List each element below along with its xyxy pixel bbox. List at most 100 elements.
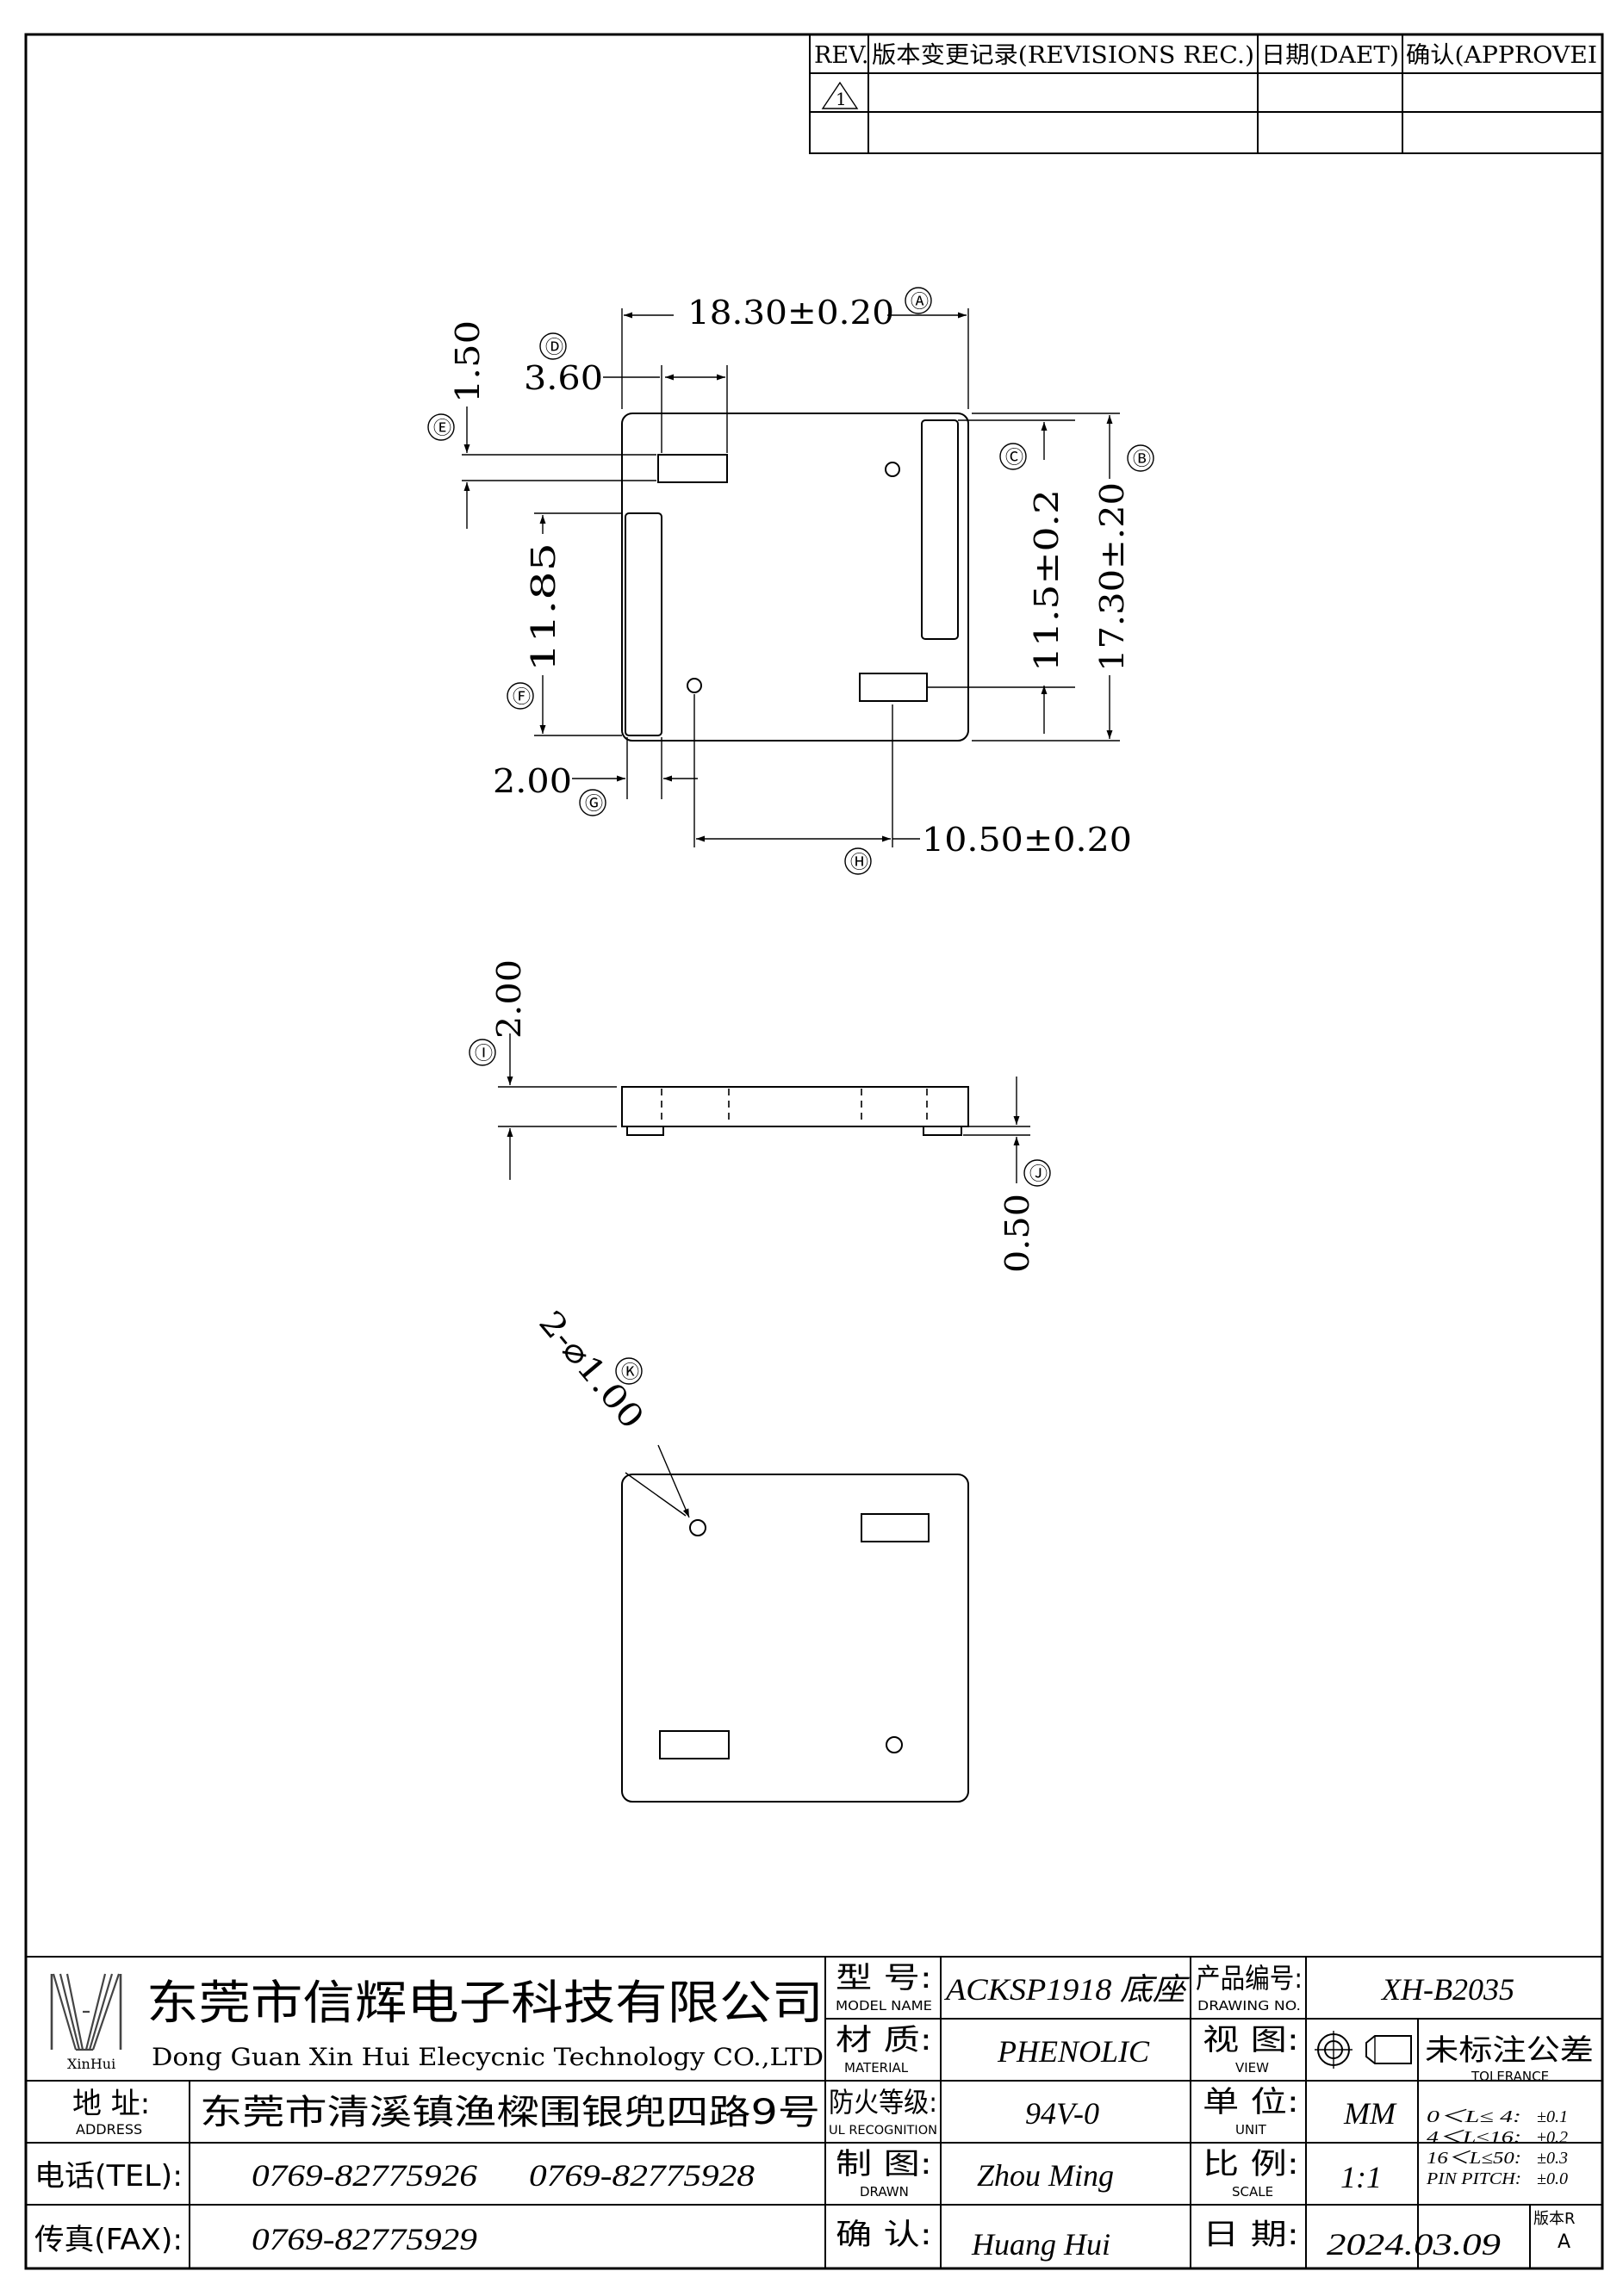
tel-2: 0769-82775928 bbox=[529, 2158, 755, 2193]
scale-value: 1:1 bbox=[1340, 2160, 1382, 2194]
dim-e-callout: Ⓔ bbox=[433, 418, 451, 438]
tolerance-value-2: ±0.2 bbox=[1537, 2128, 1568, 2147]
scale-label: 比 例: bbox=[1203, 2147, 1299, 2181]
tolerance-value-4: ±0.0 bbox=[1537, 2169, 1568, 2188]
view-label: 视 图: bbox=[1203, 2023, 1299, 2057]
tolerance-range-1: 0＜L≤ 4: bbox=[1427, 2107, 1521, 2126]
dim-h-callout: Ⓗ bbox=[850, 852, 868, 872]
fax-value: 0769-82775929 bbox=[252, 2222, 477, 2256]
material-label: 材 质: bbox=[836, 2023, 932, 2057]
side-body bbox=[621, 1086, 969, 1127]
dim-f-callout: Ⓕ bbox=[513, 686, 531, 707]
company-name-en: Dong Guan Xin Hui Elecycnic Technology C… bbox=[152, 2043, 824, 2071]
dim-a-value: 18.30±0.20 bbox=[687, 294, 894, 332]
fax-label: 传真(FAX): bbox=[34, 2223, 183, 2257]
drawn-value: Zhou Ming bbox=[977, 2158, 1114, 2193]
base-outline bbox=[621, 413, 969, 742]
dim-d-value: 3.60 bbox=[524, 359, 603, 397]
drawn-label: 制 图: bbox=[836, 2147, 932, 2181]
ul-value: 94V-0 bbox=[1025, 2096, 1099, 2131]
bottom-slot-upper bbox=[861, 1513, 930, 1542]
dim-b-value: 17.30±.20 bbox=[1093, 482, 1131, 672]
revisions-header: 版本变更记录(REVISIONS REC.) bbox=[872, 42, 1254, 69]
dim-a-callout: Ⓐ bbox=[911, 291, 929, 312]
bottom-view: 2-⌀1.00 Ⓚ bbox=[532, 1304, 969, 1803]
title-block: XinHui 东莞市信辉电子科技有限公司 Dong Guan Xin Hui E… bbox=[26, 1956, 1602, 2268]
material-value: PHENOLIC bbox=[997, 2034, 1150, 2069]
dim-h-value: 10.50±0.20 bbox=[922, 821, 1132, 859]
rev-header: REV. bbox=[814, 42, 868, 69]
logo-text: XinHui bbox=[67, 2056, 115, 2072]
dim-g-callout: Ⓖ bbox=[585, 793, 603, 814]
unit-label: 单 位: bbox=[1203, 2085, 1299, 2119]
side-foot-left bbox=[626, 1126, 664, 1136]
ul-label-en: UL RECOGNITION bbox=[829, 2124, 937, 2138]
dim-f-value: 11.85 bbox=[525, 543, 563, 672]
tolerance-value-1: ±0.1 bbox=[1537, 2107, 1568, 2126]
unit-value: MM bbox=[1343, 2096, 1397, 2131]
rev-triangle-icon bbox=[821, 81, 859, 109]
tel-1: 0769-82775926 bbox=[252, 2158, 477, 2193]
projection-symbol-icon bbox=[1315, 2031, 1412, 2069]
top-view: 18.30±0.20 Ⓐ 3.60 Ⓓ 1.50 Ⓔ 11.85 Ⓕ 2.00 bbox=[427, 287, 1154, 875]
ul-label: 防火等级: bbox=[829, 2086, 937, 2119]
tolerance-title: 未标注公差 bbox=[1425, 2033, 1594, 2068]
dim-i-callout: Ⓘ bbox=[475, 1043, 493, 1064]
dim-d-callout: Ⓓ bbox=[545, 337, 563, 357]
dim-c-callout: Ⓒ bbox=[1005, 447, 1023, 468]
tolerance-range-2: 4＜L≤16: bbox=[1427, 2128, 1521, 2147]
date-header: 日期(DAET) bbox=[1261, 42, 1399, 69]
side-view: 2.00 Ⓘ 0.50 Ⓙ bbox=[469, 959, 1051, 1273]
dim-i-value: 2.00 bbox=[490, 959, 528, 1039]
drawing-no-label: 产品编号: bbox=[1196, 1962, 1303, 1995]
unit-label-en: UNIT bbox=[1235, 2122, 1267, 2138]
material-label-en: MATERIAL bbox=[844, 2060, 909, 2076]
hole-lower bbox=[687, 678, 702, 693]
company-name-cn: 东莞市信辉电子科技有限公司 bbox=[146, 1976, 824, 2030]
scale-label-en: SCALE bbox=[1232, 2184, 1273, 2200]
address-value: 东莞市清溪镇渔樑围银兜四路9号 bbox=[200, 2093, 820, 2132]
xinhui-logo bbox=[50, 1973, 122, 2051]
drawing-no-label-en: DRAWING NO. bbox=[1197, 1998, 1301, 2014]
dim-e-value: 1.50 bbox=[449, 320, 487, 403]
model-label: 型 号: bbox=[836, 1961, 932, 1995]
tolerance-range-3: 16＜L≤50: bbox=[1427, 2149, 1521, 2168]
tolerance-range-4: PIN PITCH: bbox=[1426, 2169, 1521, 2188]
drawing-no-value: XH-B2035 bbox=[1380, 1972, 1514, 2007]
version-value: A bbox=[1558, 2231, 1570, 2253]
pin-slot-top bbox=[657, 454, 728, 483]
dim-k-callout: Ⓚ bbox=[621, 1362, 639, 1382]
date-value: 2024.03.09 bbox=[1327, 2227, 1501, 2262]
tolerance-title-en: TOLERANCE bbox=[1471, 2069, 1549, 2084]
model-value: ACKSP1918 底座 bbox=[944, 1972, 1190, 2007]
address-label-en: ADDRESS bbox=[76, 2121, 142, 2138]
approve-header: 确认(APPROVEI bbox=[1406, 42, 1597, 69]
approve-value: Huang Hui bbox=[971, 2227, 1110, 2262]
dim-g-value: 2.00 bbox=[493, 762, 572, 800]
approve-label: 确 认: bbox=[836, 2218, 932, 2252]
pin-slot-right bbox=[921, 419, 959, 640]
pin-slot-bottom bbox=[859, 673, 928, 702]
revision-table: REV. 版本变更记录(REVISIONS REC.) 日期(DAET) 确认(… bbox=[809, 34, 1603, 154]
bottom-slot-lower bbox=[659, 1730, 730, 1759]
rev-mark: 1 bbox=[836, 89, 847, 109]
dim-c-value: 11.5±0.2 bbox=[1028, 489, 1066, 672]
version-label: 版本R bbox=[1533, 2210, 1576, 2228]
bottom-hole-upper bbox=[689, 1519, 706, 1536]
pin-slot-left bbox=[625, 512, 662, 736]
view-label-en: VIEW bbox=[1235, 2060, 1269, 2076]
dim-j-value: 0.50 bbox=[998, 1194, 1036, 1273]
sheet-border bbox=[24, 33, 1604, 2270]
hole-upper bbox=[885, 462, 900, 477]
model-label-en: MODEL NAME bbox=[836, 1998, 932, 2014]
side-foot-right bbox=[923, 1126, 962, 1136]
tolerance-value-3: ±0.3 bbox=[1537, 2149, 1568, 2168]
dim-b-callout: Ⓑ bbox=[1133, 449, 1151, 469]
dim-j-callout: Ⓙ bbox=[1029, 1164, 1048, 1184]
address-label: 地 址: bbox=[72, 2087, 150, 2121]
bottom-hole-lower bbox=[886, 1736, 903, 1753]
drawn-label-en: DRAWN bbox=[860, 2184, 909, 2200]
bottom-outline bbox=[621, 1474, 969, 1803]
tel-label: 电话(TEL): bbox=[34, 2159, 183, 2194]
